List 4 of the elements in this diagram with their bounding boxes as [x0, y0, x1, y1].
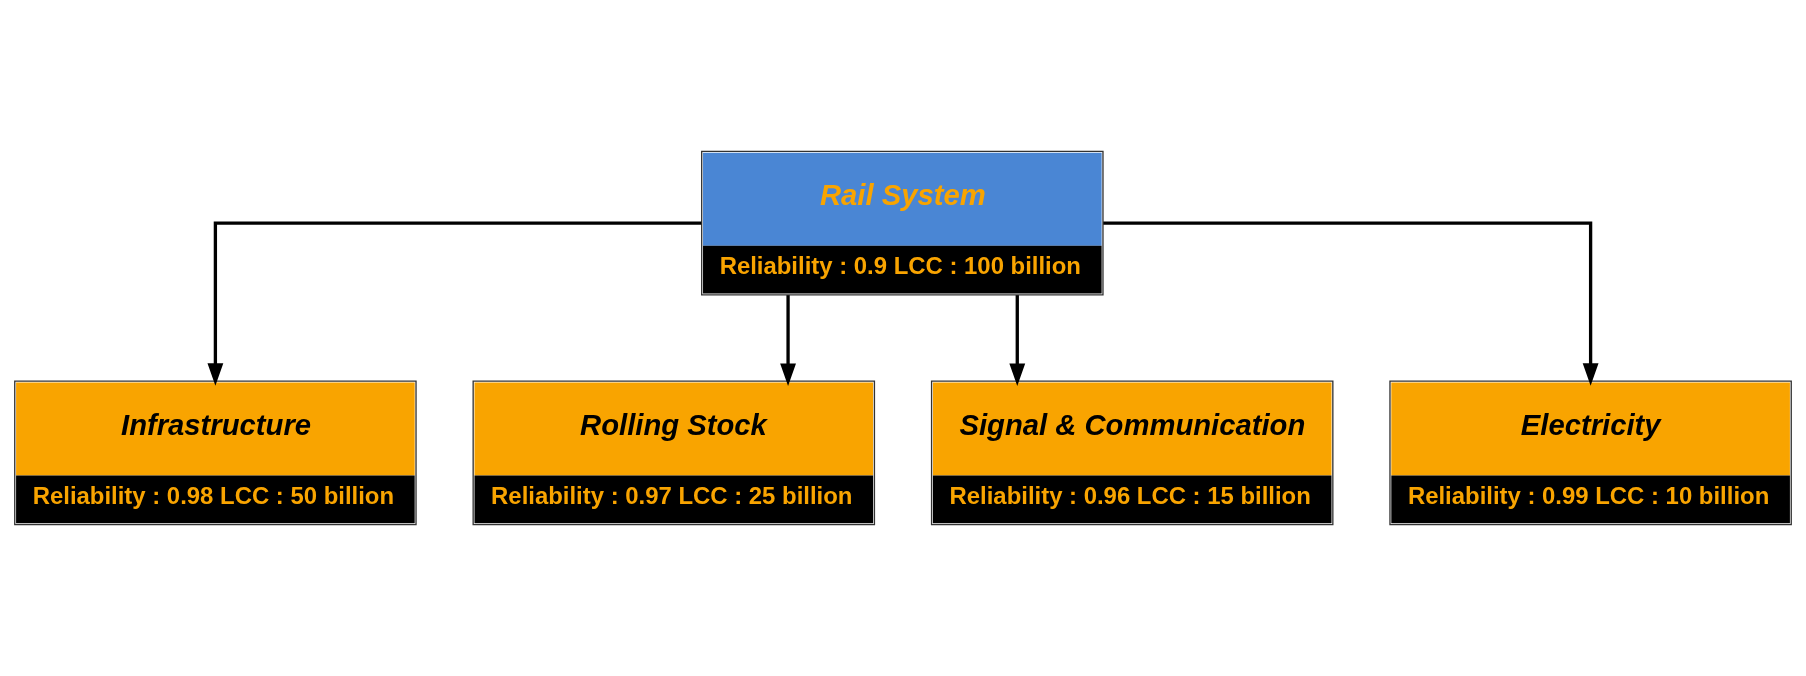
arrow	[780, 295, 796, 387]
arrow	[1103, 221, 1599, 386]
arrow	[1009, 295, 1026, 387]
arrow	[207, 221, 702, 386]
